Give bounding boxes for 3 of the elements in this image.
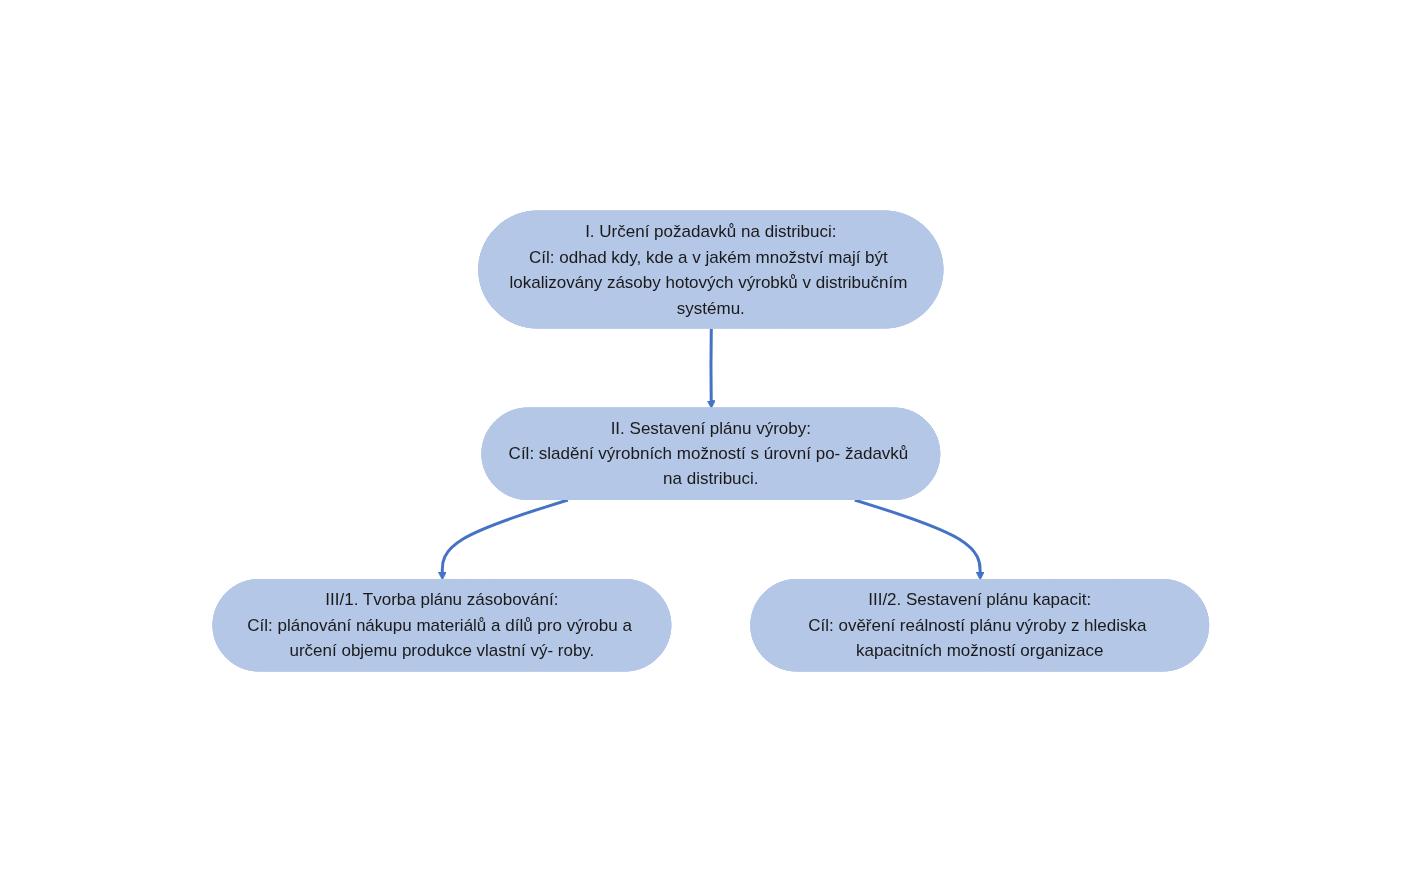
arrow [707,328,716,409]
arrow [438,498,569,581]
arrow [854,498,985,581]
